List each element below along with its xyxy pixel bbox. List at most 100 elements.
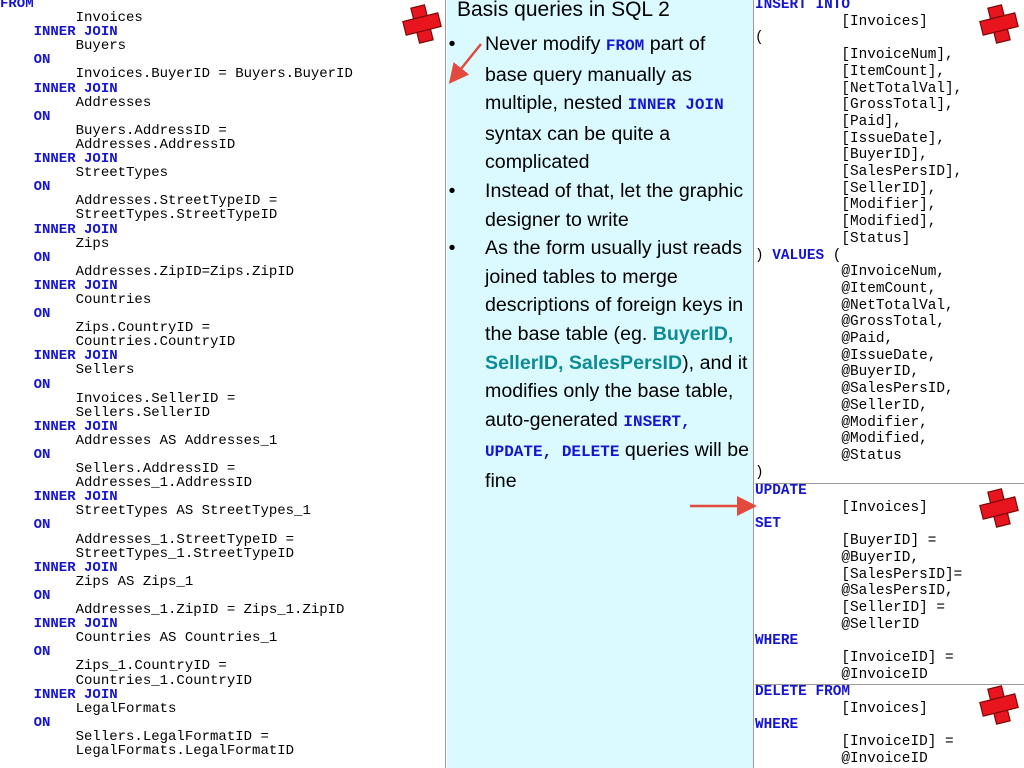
sql-keyword: ON <box>0 447 51 463</box>
code-line: LegalFormats.LegalFormatID <box>0 743 294 759</box>
code-line: [Invoices] <box>755 701 927 717</box>
code-line: [NetTotalVal], <box>755 81 962 97</box>
code-line: Zips.CountryID = <box>0 320 210 336</box>
sql-text: Invoices.SellerID = <box>0 390 236 407</box>
code-line: @Paid, <box>755 331 893 347</box>
sql-text: Zips_1.CountryID = <box>0 658 227 675</box>
foreign-key-names: BuyerID, SellerID, SalesPersID <box>485 322 734 374</box>
sql-text: Sellers.AddressID = <box>0 461 236 478</box>
code-line: Buyers <box>0 38 126 54</box>
sql-text: @Paid, <box>755 331 894 348</box>
sql-text: [Paid], <box>755 113 902 130</box>
code-line: [IssueDate], <box>755 131 945 147</box>
code-line: Buyers.AddressID = <box>0 123 227 139</box>
code-line: INNER JOIN <box>0 151 118 167</box>
code-line: @SellerID, <box>755 397 928 414</box>
sql-text: Addresses <box>0 94 152 111</box>
code-line: Sellers.LegalFormatID = <box>0 729 269 745</box>
sql-text: @ItemCount, <box>755 280 937 297</box>
code-line: [SalesPersID], <box>755 164 962 180</box>
sql-text: [Modifier], <box>755 197 937 214</box>
code-line: @SalesPersID, <box>755 381 953 397</box>
code-line: StreetTypes.StreetTypeID <box>0 207 278 223</box>
bullet-text: queries will be fine <box>485 439 750 492</box>
bullet-text: As the form usually just reads joined ta… <box>485 237 744 345</box>
code-line: Addresses.StreetTypeID = <box>0 193 278 209</box>
sql-text: Zips AS Zips_1 <box>0 573 194 590</box>
sql-text: @BuyerID, <box>755 364 920 381</box>
code-line: StreetTypes_1.StreetTypeID <box>0 546 294 562</box>
code-line: [GrossTotal], <box>755 97 954 114</box>
update-query-box: UPDATE [Invoices] SET [BuyerID] = @Buyer… <box>755 483 1024 685</box>
code-line: Countries_1.CountryID <box>0 673 252 689</box>
code-line: Addresses.ZipID=Zips.ZipID <box>0 264 294 280</box>
sql-text: @Status <box>755 447 902 464</box>
sql-text: @SellerID, <box>755 397 928 414</box>
sql-text: [SalesPersID], <box>755 164 963 181</box>
code-line: Addresses AS Addresses_1 <box>0 432 278 449</box>
code-line: ON <box>0 377 51 393</box>
sql-text: Sellers <box>0 362 135 379</box>
sql-text: @SalesPersID, <box>755 583 954 600</box>
code-line: Sellers <box>0 362 135 379</box>
sql-text: Sellers.SellerID <box>0 404 211 421</box>
bullet-text: syntax can be quite a complicated <box>485 122 671 174</box>
sql-text: Countries.CountryID <box>0 334 236 351</box>
bullet-text: Never modify <box>485 33 606 55</box>
code-line: INNER JOIN <box>0 419 118 435</box>
sql-text: Addresses_1.AddressID <box>0 475 253 492</box>
code-line: Zips AS Zips_1 <box>0 573 194 590</box>
bullet-text: ), and it modifies only the base table, … <box>485 351 748 431</box>
sql-text: StreetTypes AS StreetTypes_1 <box>0 503 311 520</box>
code-line: @Modified, <box>755 431 927 447</box>
code-line: [InvoiceNum], <box>755 47 953 63</box>
code-line: ) <box>755 465 764 481</box>
sql-keyword: INNER JOIN <box>0 418 118 435</box>
code-line: Countries.CountryID <box>0 334 236 351</box>
code-line: FROM <box>0 0 34 12</box>
code-line: StreetTypes AS StreetTypes_1 <box>0 503 311 519</box>
sql-keyword: INSERT INTO <box>755 0 850 13</box>
code-line: [Invoices] <box>755 499 928 516</box>
sql-keyword: ON <box>0 52 51 69</box>
code-line: ON <box>0 715 51 731</box>
sql-text: [IssueDate], <box>755 130 945 147</box>
sql-text: Buyers.AddressID = <box>0 122 227 139</box>
sql-text: LegalFormats <box>0 700 177 717</box>
code-line: ON <box>0 644 51 660</box>
sql-text: [SellerID], <box>755 180 937 197</box>
code-line: [InvoiceID] = <box>755 650 954 667</box>
code-line: INNER JOIN <box>0 687 118 703</box>
sql-keyword: WHERE <box>755 717 799 734</box>
sql-text: StreetTypes_1.StreetTypeID <box>0 545 295 562</box>
sql-text: @GrossTotal, <box>755 314 945 331</box>
code-line: [Modifier], <box>755 197 936 213</box>
code-line: @InvoiceID <box>755 667 927 683</box>
code-line: [Invoices] <box>755 14 927 30</box>
sql-text: [InvoiceID] = <box>755 650 954 667</box>
sql-text: [Modified], <box>755 214 937 231</box>
bullet-text: Instead of that, let the graphic designe… <box>485 179 744 231</box>
bullet-text: part of base query manually as multiple,… <box>485 33 706 115</box>
code-line: @InvoiceID <box>755 751 927 767</box>
code-line: INNER JOIN <box>0 560 118 576</box>
sql-keyword: WHERE <box>755 633 799 650</box>
code-line: INNER JOIN <box>0 489 118 505</box>
from-query-panel: FROM Invoices INNER JOIN Buyers ON Invoi… <box>0 0 446 768</box>
code-line: [BuyerID], <box>755 147 927 163</box>
sql-keyword: ON <box>0 517 51 534</box>
sql-keyword: INNER JOIN <box>0 348 118 365</box>
sql-text: ( <box>824 247 842 264</box>
sql-text: Addresses AS Addresses_1 <box>0 432 278 449</box>
sql-text: [SalesPersID]= <box>755 566 963 583</box>
code-line: [SalesPersID]= <box>755 567 962 583</box>
sql-text: Zips <box>0 235 110 252</box>
sql-text: [Invoices] <box>755 499 928 516</box>
code-line: @SellerID <box>755 617 919 633</box>
sql-text: [GrossTotal], <box>755 97 954 114</box>
sql-keyword: INNER JOIN <box>0 80 118 97</box>
sql-text: @SellerID <box>755 616 920 633</box>
insert-query-box: INSERT INTO [Invoices] ( [InvoiceNum], [… <box>755 0 1024 484</box>
code-line: @NetTotalVal, <box>755 298 953 314</box>
sql-keyword: DELETE FROM <box>755 684 850 700</box>
